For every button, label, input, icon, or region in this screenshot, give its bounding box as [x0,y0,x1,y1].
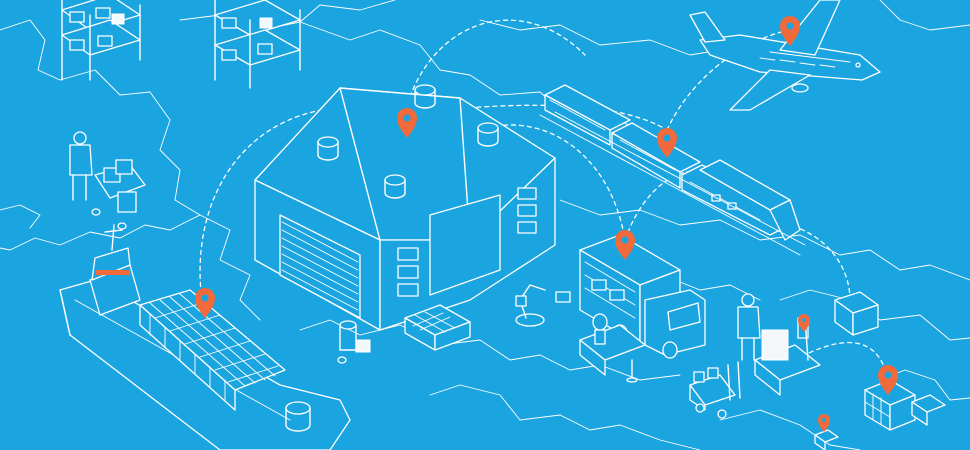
worker-icon [337,320,371,364]
robotic-arm-icon [515,284,571,327]
shelving-rack-icon [214,0,301,89]
location-pin-icon [657,128,677,158]
location-pin-icon [878,365,898,395]
pallet-boxes-icon [814,429,839,450]
pallet-boxes-icon [834,291,879,336]
pallet-boxes-icon [404,304,471,351]
freight-train-icon [539,84,806,256]
worker-icon [69,131,146,230]
cargo-ship-icon [59,224,351,450]
worker-icon [737,293,761,361]
forklift-icon [689,361,741,419]
location-pin-icon [615,230,635,260]
location-pin-icon [798,314,810,332]
delivery-truck-icon [579,234,706,359]
location-pin-icon [195,288,215,318]
location-pin-icon [818,414,830,432]
cargo-plane-icon [689,0,881,111]
shelving-rack-icon [61,0,141,81]
pallet-boxes-icon [864,379,946,431]
forklift-icon [754,317,821,396]
warehouse-icon [254,84,556,331]
location-pins [195,16,898,432]
location-pin-icon [780,16,800,46]
location-pin-icon [397,108,417,138]
robotic-arm-icon [579,324,646,383]
